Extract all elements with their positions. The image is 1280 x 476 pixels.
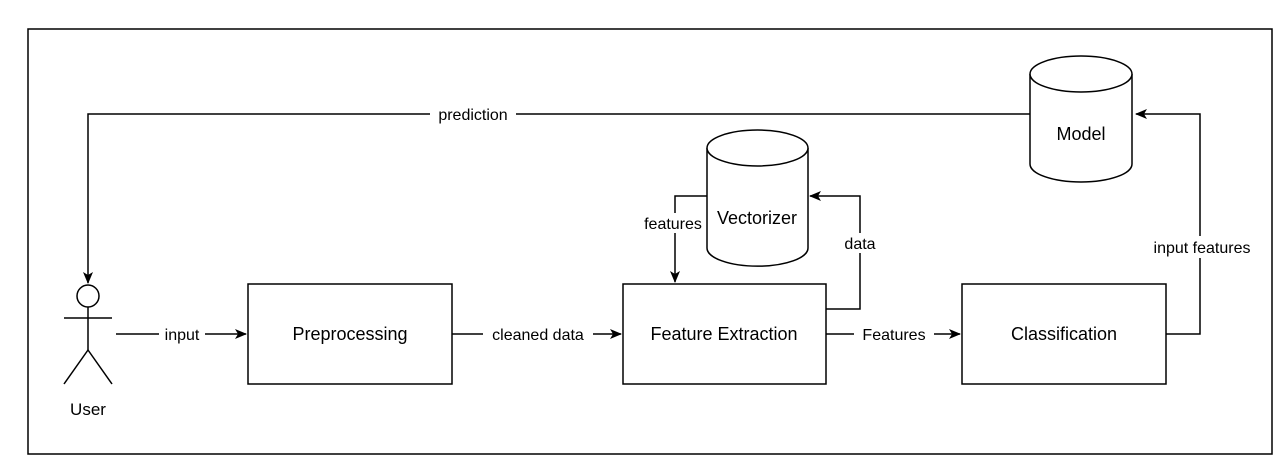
actor-head-icon <box>76 284 100 308</box>
edge-cleaned-data-label: cleaned data <box>492 327 584 344</box>
preprocessing-node: Preprocessing <box>247 283 453 385</box>
classification-label: Classification <box>1011 324 1117 344</box>
edge-input-features: input features <box>1135 109 1264 335</box>
edge-vectorizer-data: data <box>809 191 880 310</box>
vectorizer-node: Vectorizer <box>706 129 809 267</box>
feature-extraction-node: Feature Extraction <box>622 283 827 385</box>
preprocessing-label: Preprocessing <box>292 324 407 344</box>
model-label: Model <box>1056 124 1105 144</box>
model-node: Model <box>1029 55 1133 183</box>
edge-prediction-label: prediction <box>438 107 507 124</box>
user-actor: User <box>63 284 113 419</box>
edge-input-label: input <box>165 327 200 344</box>
diagram-frame <box>27 28 1273 455</box>
classification-node: Classification <box>961 283 1167 385</box>
edge-vectorizer-features-label: features <box>644 216 702 233</box>
feature-extraction-label: Feature Extraction <box>650 324 797 344</box>
vectorizer-label: Vectorizer <box>717 208 797 228</box>
edge-features-label: Features <box>862 327 925 344</box>
edge-prediction: prediction <box>83 104 1030 284</box>
edge-input: input <box>116 324 247 344</box>
edge-features: Features <box>826 324 961 344</box>
edge-input-features-label: input features <box>1154 240 1251 257</box>
edge-vectorizer-features: features <box>640 195 707 283</box>
user-label: User <box>70 400 106 419</box>
edge-cleaned-data: cleaned data <box>452 324 622 344</box>
edge-vectorizer-data-label: data <box>844 236 875 253</box>
